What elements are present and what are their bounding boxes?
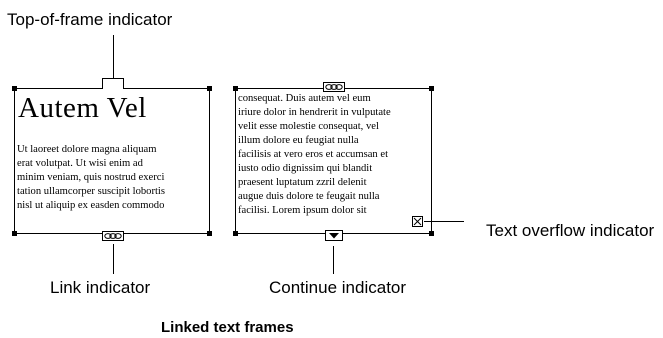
body-line: velit esse molestie consequat, vel (238, 121, 379, 132)
body-line: iriure dolor in hendrerit in vulputate (238, 107, 391, 118)
top-of-frame-indicator-label: Top-of-frame indicator (7, 10, 173, 29)
frame-1-body: Ut laoreet dolore magna aliquam erat vol… (17, 143, 165, 213)
body-line: consequat. Duis autem vel eum (238, 93, 371, 104)
top-of-frame-leader-line (113, 35, 114, 79)
text-overflow-icon[interactable] (412, 216, 423, 227)
body-line: tation ullamcorper suscipit lobortis (17, 186, 165, 197)
frame-1-handle-bottom-right[interactable] (207, 231, 212, 236)
text-frame-1[interactable]: Autem Vel Ut laoreet dolore magna aliqua… (12, 78, 212, 241)
frame-2-handle-bottom-left[interactable] (233, 231, 238, 236)
body-line: minim veniam, quis nostrud exerci (17, 172, 165, 183)
body-line: facilisi. Lorem ipsum dolor sit (238, 205, 367, 216)
down-triangle-icon (329, 233, 339, 239)
link-indicator-top[interactable] (323, 82, 345, 92)
text-overflow-indicator-label: Text overflow indicator (486, 221, 655, 240)
frame-1-headline: Autem Vel (18, 92, 147, 124)
body-line: praesent luptatum zzril delenit (238, 177, 367, 188)
top-of-frame-indicator[interactable] (102, 78, 124, 89)
link-leader-line (113, 244, 114, 274)
frame-1-handle-top-left[interactable] (12, 86, 17, 91)
body-line: facilisis at vero eros et accumsan et (238, 149, 389, 160)
chain-link-icon (104, 233, 122, 239)
frame-2-handle-top-left[interactable] (233, 86, 238, 91)
body-line: illum dolore eu feugiat nulla (238, 135, 359, 146)
body-line: erat volutpat. Ut wisi enim ad (17, 158, 143, 169)
body-line: nisl ut aliquip ex easden commodo (17, 200, 165, 211)
text-frame-1-border (14, 88, 210, 234)
body-line: augue duis dolore te feugait nulla (238, 191, 380, 202)
frame-1-handle-bottom-left[interactable] (12, 231, 17, 236)
link-indicator[interactable] (102, 231, 124, 241)
continue-leader-line (333, 246, 334, 274)
text-frame-2[interactable]: consequat. Duis autem vel eum iriure dol… (233, 82, 434, 241)
frame-1-handle-top-right[interactable] (207, 86, 212, 91)
frame-2-handle-top-right[interactable] (429, 86, 434, 91)
chain-link-icon (325, 84, 343, 90)
frame-2-handle-bottom-right[interactable] (429, 231, 434, 236)
continue-indicator[interactable] (325, 230, 343, 241)
link-indicator-label: Link indicator (50, 278, 151, 297)
figure-caption: Linked text frames (161, 319, 294, 336)
text-frame-2-border (235, 88, 432, 234)
continue-indicator-label: Continue indicator (269, 278, 407, 297)
frame-2-body: consequat. Duis autem vel eum iriure dol… (238, 92, 391, 218)
body-line: iusto odio dignissim qui blandit (238, 163, 373, 174)
body-line: Ut laoreet dolore magna aliquam (17, 144, 157, 155)
overflow-leader-line (424, 221, 464, 222)
